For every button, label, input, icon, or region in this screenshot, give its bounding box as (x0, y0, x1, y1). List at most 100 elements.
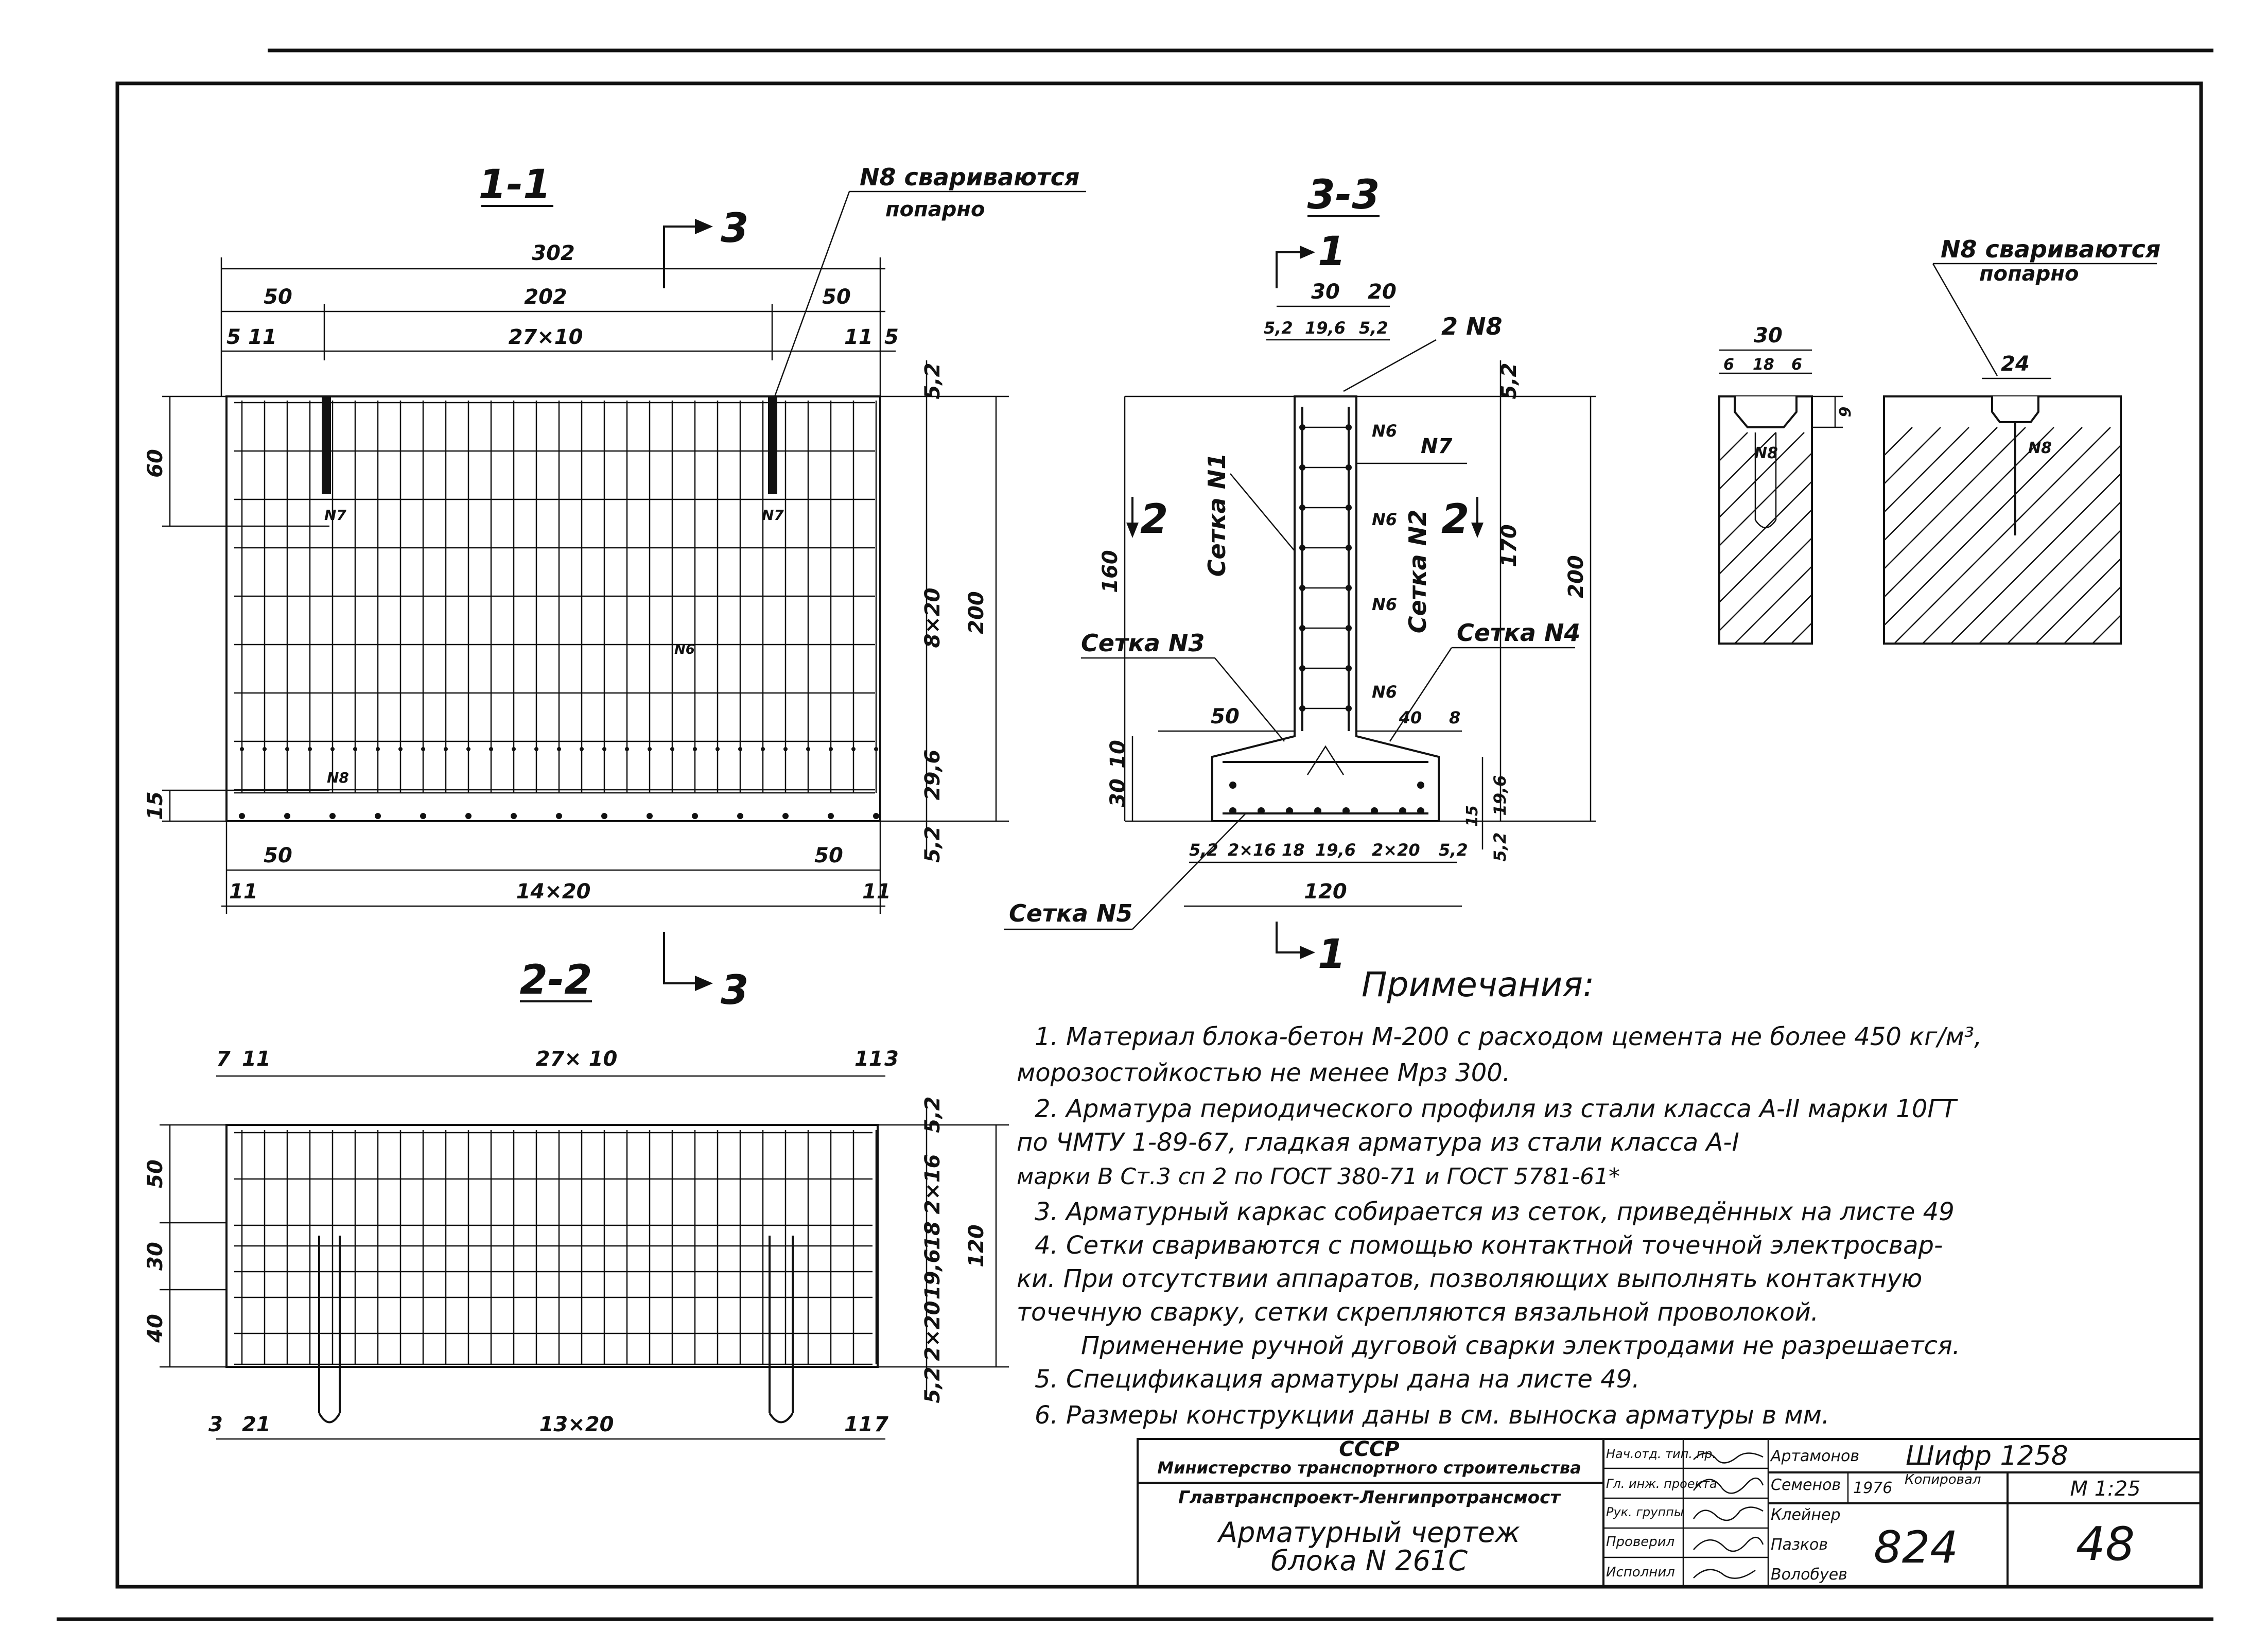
dim-19-6: 19,6 (1490, 775, 1510, 816)
dim-9: 9 (1837, 407, 1855, 418)
mesh-grid (234, 401, 879, 819)
dim-29-6: 29,6 (921, 750, 945, 801)
rebar-dot (420, 813, 426, 819)
hatch-line (1719, 432, 1748, 461)
hatch-line (1883, 427, 1941, 484)
dim-19-6: 19,6 (1315, 840, 1356, 860)
rebar-dot (353, 747, 357, 751)
leader (1214, 657, 1285, 742)
rebar-dot (602, 747, 606, 751)
mark-n6: N6 (1372, 421, 1397, 441)
copy-label: Копировал (1905, 1472, 1981, 1487)
rebar-dot (284, 813, 290, 819)
rebar-dot (556, 813, 562, 819)
note-line: Применение ручной дуговой сварки электро… (1081, 1331, 1960, 1360)
hatch-line (1894, 427, 2111, 644)
detail-block-a (1718, 395, 1813, 645)
dim-20: 20 (1368, 280, 1397, 304)
loop-n8 (1754, 432, 1777, 529)
dim-b13x20: 13×20 (539, 1413, 614, 1436)
section-title: 2-2 (520, 957, 592, 1003)
mark-n8: N8 (327, 769, 349, 786)
dim-6b: 6 (1791, 356, 1802, 374)
role: Проверил (1606, 1534, 1674, 1550)
rebar-dot (648, 747, 652, 751)
signature (1693, 1537, 1764, 1552)
rebar-dot (692, 813, 698, 819)
mark-n8: N8 (1754, 444, 1778, 462)
hatch-line (1719, 453, 1812, 546)
label-setka3: Сетка N3 (1081, 629, 1205, 657)
rebar-dot (444, 747, 448, 751)
rebar-dot (1417, 782, 1424, 789)
dim-170: 170 (1497, 524, 1521, 567)
note-line: 1. Материал блока-бетон М-200 с расходом… (1035, 1022, 1982, 1051)
callout-text: N8 свариваются (1941, 235, 2160, 263)
dim-b50b: 50 (814, 844, 843, 868)
dim-w8: 8 (1449, 708, 1460, 727)
dim-10: 10 (1106, 740, 1130, 769)
notes: Примечания: 1. Материал блока-бетон М-20… (1017, 965, 1982, 1430)
rebar-dot (782, 813, 789, 819)
rebar-dot (512, 747, 516, 751)
year: 1976 (1853, 1479, 1892, 1497)
mark-n6: N6 (1372, 595, 1397, 614)
rebar-dot (1299, 505, 1305, 511)
rebar-dot (557, 747, 561, 751)
dim-middle: 202 (524, 285, 567, 309)
dim-40: 40 (144, 1314, 167, 1343)
rebar-layout (1223, 407, 1428, 814)
dim-30: 30 (1754, 324, 1783, 348)
hatch-line (2007, 530, 2121, 644)
org-country: СССР (1339, 1437, 1399, 1461)
rebar-dot (1342, 807, 1350, 814)
dim-5-2: 5,2 (1264, 318, 1293, 338)
cut-arrow-head (1126, 523, 1139, 538)
hatch-line (1883, 427, 2026, 569)
rebar-dot (263, 747, 267, 751)
anchor-detail: N8 свариваются попарно 30 6 18 6 N8 9 24… (1718, 235, 2160, 645)
cut-arrow-head (1471, 523, 1484, 538)
rebar-dot (828, 813, 834, 819)
rebar-dot (1299, 424, 1305, 430)
rebar-dot (1299, 464, 1305, 471)
role: Нач.отд. тип. пр. (1606, 1447, 1716, 1461)
rebar-dot (1286, 807, 1293, 814)
rebar-dot (670, 747, 674, 751)
note-line: по ЧМТУ 1-89-67, гладкая арматура из ста… (1017, 1128, 1739, 1157)
note-line: 6. Размеры конструкции даны в см. выноск… (1035, 1401, 1829, 1430)
rebar-dot (1346, 665, 1352, 671)
rebar-dot (1314, 807, 1321, 814)
name: Пазков (1771, 1536, 1828, 1554)
hatch-line (1950, 473, 2121, 644)
dim-2x16: 2×16 (1228, 840, 1276, 860)
rebar-dot (376, 747, 380, 751)
dim-8x20: 8×20 (921, 587, 945, 648)
dim-30: 30 (1106, 778, 1130, 807)
dim-19-6: 19,6 (1305, 318, 1346, 338)
label-setka5: Сетка N5 (1009, 899, 1132, 927)
dim-5-2: 5,2 (921, 363, 945, 400)
dim-b14x20: 14×20 (516, 880, 591, 904)
rebar-dot (239, 813, 245, 819)
dim-b50a: 50 (264, 844, 292, 868)
dim-t7: 7 (216, 1047, 231, 1071)
note-line: точечную сварку, сетки скрепляются вязал… (1017, 1298, 1819, 1327)
hatch-line (1883, 427, 1998, 541)
dim-200: 200 (965, 591, 988, 634)
note-line: 4. Сетки свариваются с помощью контактно… (1035, 1231, 1943, 1260)
rebar-dot (1346, 705, 1352, 712)
rebar-dot (329, 813, 336, 819)
rebar-dot (601, 813, 607, 819)
rebar-dot (240, 747, 244, 751)
pocket-a (1734, 396, 1798, 428)
dim-5a: 5 (226, 325, 241, 349)
dim-160: 160 (1098, 550, 1122, 593)
rebar-dot (1299, 545, 1305, 551)
section-3-3: 3-3 1 30 20 5,2 19,6 5,2 2 N8 Сетка N1 С… (1004, 172, 1596, 978)
hatch-line (1719, 432, 1776, 490)
rebar-dot (693, 747, 697, 751)
org-ministry: Министерство транспортного строительства (1157, 1458, 1581, 1478)
section-1-1: 1-1 3 N8 свариваются попарно 302 50 202 … (144, 162, 1086, 1014)
